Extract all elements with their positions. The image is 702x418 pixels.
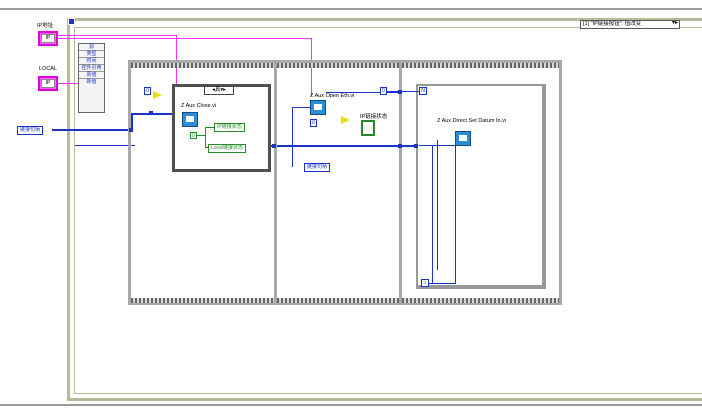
ip-address-value: IP bbox=[41, 34, 55, 43]
loop-count-terminal[interactable]: N bbox=[419, 87, 427, 95]
event-top-tunnel bbox=[68, 18, 75, 25]
ip-link-state-indicator bbox=[361, 120, 375, 136]
handle-wire-seq1 bbox=[131, 113, 176, 115]
event-structure-frame[interactable] bbox=[67, 18, 702, 401]
local-link-state-local[interactable]: Local链接状态 bbox=[208, 144, 246, 153]
sequence-film-top-2 bbox=[277, 63, 399, 68]
frame3-const-a[interactable]: 0 bbox=[380, 87, 387, 95]
tunnel-node-4 bbox=[398, 144, 402, 148]
handle-wire-main bbox=[52, 129, 132, 131]
frame2-vi-title: Z Aux Open Eth.vi bbox=[310, 93, 355, 99]
frame3-wire-v1 bbox=[432, 145, 433, 283]
event-data-newval: 新值 bbox=[86, 79, 97, 85]
case-selector-label[interactable]: ◂真▾▸ bbox=[204, 86, 234, 95]
ip-address-control[interactable]: IP bbox=[38, 31, 58, 46]
handle-wire-v1 bbox=[131, 113, 133, 131]
handle-local-variable-frame2[interactable]: 链接句柄 bbox=[304, 163, 331, 172]
event-data-type: 类型 bbox=[79, 51, 104, 58]
frame3-wire-h2 bbox=[429, 283, 455, 284]
event-data-time: 时间 bbox=[79, 58, 104, 65]
tunnel-node-2 bbox=[149, 111, 153, 115]
frame3-wire-h bbox=[387, 91, 419, 92]
local-address-value: IP bbox=[41, 79, 55, 88]
case-next-icon[interactable]: ▾▸ bbox=[220, 87, 226, 93]
frame2-indicator-label: IP链接状态 bbox=[360, 114, 388, 120]
sequence-film-bottom-2 bbox=[277, 298, 399, 303]
tunnel-node-6 bbox=[398, 90, 402, 94]
sequence-film-top-1 bbox=[131, 63, 274, 68]
sequence-film-bottom-3 bbox=[402, 298, 559, 303]
frame1-const-green[interactable]: 0 bbox=[190, 132, 197, 139]
case-value: 真 bbox=[214, 87, 221, 93]
handle-local-variable-left[interactable]: 链接句柄 bbox=[17, 126, 44, 135]
frame2-compare-icon[interactable] bbox=[341, 116, 350, 124]
case-prev-icon[interactable]: ◂ bbox=[212, 87, 215, 93]
frame2-wire-h2 bbox=[326, 92, 400, 93]
event-selector-arrow-icon[interactable]: ▾▸ bbox=[672, 20, 679, 26]
event-data-ctlref: 控件引用 bbox=[79, 65, 104, 72]
event-data-oldval: 原值 bbox=[79, 72, 104, 79]
frame3-vi-title: Z Aux Direct Set Datum In.vi bbox=[437, 118, 507, 124]
tunnel-node-1 bbox=[129, 128, 133, 132]
tunnel-node-5 bbox=[414, 144, 418, 148]
sequence-film-bottom-1 bbox=[131, 298, 274, 303]
top-divider bbox=[0, 8, 702, 10]
green-wire-2 bbox=[205, 127, 206, 147]
frame1-vi-title: Z Aux Close.vi bbox=[181, 103, 217, 109]
local-control-label: LOCAL bbox=[39, 66, 58, 72]
bottom-divider bbox=[0, 404, 702, 406]
z-aux-close-vi[interactable] bbox=[182, 112, 198, 127]
event-data-source: 源 bbox=[79, 44, 104, 51]
event-structure-inner bbox=[74, 27, 702, 394]
event-data-node[interactable]: 源 类型 时间 控件引用 原值 新值 bbox=[78, 43, 105, 113]
green-wire-1 bbox=[197, 135, 205, 136]
local-address-control[interactable]: IP bbox=[38, 76, 58, 91]
frame1-const-top[interactable]: 0 bbox=[144, 87, 151, 95]
frame3-wire-in bbox=[419, 145, 455, 146]
ip-control-label: IP地址 bbox=[37, 23, 54, 29]
tunnel-node-3 bbox=[272, 144, 276, 148]
handle-wire-bottom bbox=[75, 145, 135, 146]
ip-wire-h bbox=[58, 38, 312, 39]
ip-wire-h2 bbox=[58, 35, 176, 36]
sequence-frame-3[interactable] bbox=[399, 60, 562, 305]
z-aux-open-eth-vi[interactable] bbox=[310, 100, 326, 115]
compare-node-icon[interactable] bbox=[153, 91, 162, 99]
loop-iteration-terminal: i bbox=[421, 279, 429, 287]
frame2-wire-h bbox=[292, 107, 310, 108]
event-case-selector[interactable]: [1] "IP链接按钮": 值改变 bbox=[580, 20, 680, 29]
z-aux-direct-set-datum-vi[interactable] bbox=[455, 131, 471, 146]
local-wire-h bbox=[58, 83, 78, 84]
frame3-wire-v2 bbox=[437, 140, 438, 270]
sequence-film-top-3 bbox=[402, 63, 559, 68]
green-wire-3 bbox=[205, 127, 214, 128]
frame2-wire-v bbox=[292, 107, 293, 167]
frame2-const[interactable]: 0 bbox=[310, 119, 317, 127]
green-wire-4 bbox=[205, 147, 209, 148]
for-loop[interactable] bbox=[416, 84, 546, 289]
handle-wire-seq1-out bbox=[269, 145, 414, 147]
frame3-wire-v3 bbox=[455, 146, 456, 284]
ip-link-state-local[interactable]: IP链接状态 bbox=[214, 123, 245, 132]
